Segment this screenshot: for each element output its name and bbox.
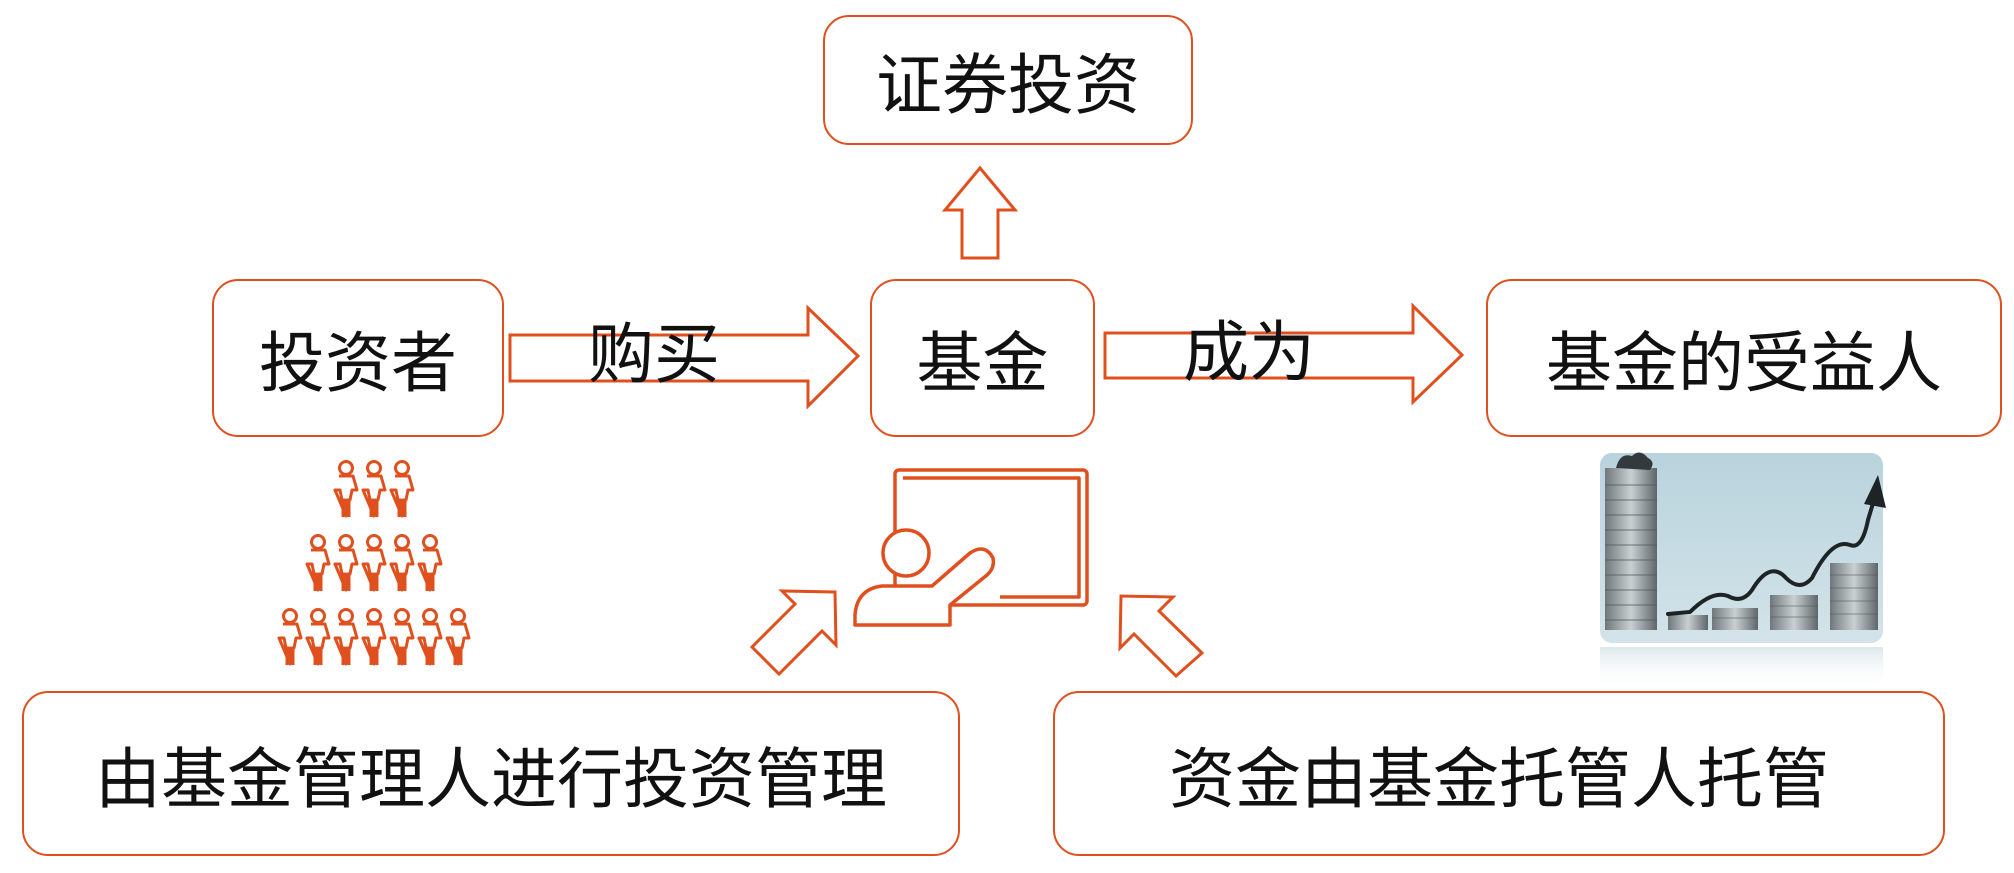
node-investor: 投资者	[212, 279, 504, 437]
node-fund-custodian: 资金由基金托管人托管	[1053, 691, 1945, 856]
node-fund-manager: 由基金管理人进行投资管理	[22, 691, 960, 856]
edge-label-become: 成为	[1183, 314, 1315, 391]
arrow-fund-to-securities	[941, 165, 1019, 260]
coin-stack-growth-chart-image	[1600, 452, 1886, 689]
node-fund: 基金	[870, 279, 1095, 437]
arrow-fund-to-beneficiary	[1103, 302, 1465, 406]
arrow-custodian-to-fund	[1118, 594, 1205, 679]
edge-label-buy: 购买	[588, 316, 720, 393]
arrow-manager-to-fund	[749, 589, 838, 677]
crowd-pyramid-icon	[277, 460, 471, 667]
arrow-investor-to-fund	[508, 304, 861, 410]
presenter-board-icon	[853, 468, 1089, 627]
node-fund-beneficiary: 基金的受益人	[1486, 279, 2002, 437]
node-securities-investment: 证券投资	[823, 15, 1193, 145]
